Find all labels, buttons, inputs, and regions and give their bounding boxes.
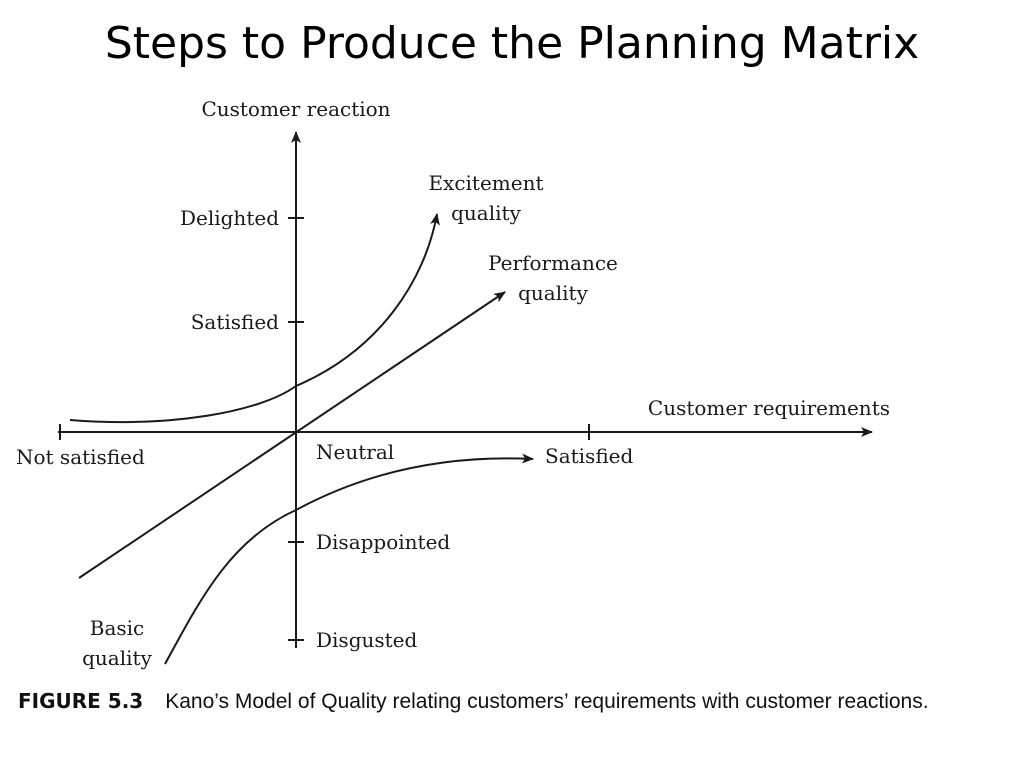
figure-number: FIGURE 5.3 [18,689,144,713]
performance-label-line2: quality [518,281,588,305]
disgusted-label: Disgusted [316,628,418,652]
excitement-quality-curve [69,213,440,424]
performance-label-line1: Performance [488,251,618,275]
neutral-label: Neutral [316,440,394,464]
not-satisfied-label: Not satisfied [16,445,145,469]
basic-label-line1: Basic [90,616,144,640]
performance-quality-line [78,291,506,579]
y-axis-label: Customer reaction [201,97,390,121]
satisfied-y-label: Satisfied [191,310,279,334]
slide-title: Steps to Produce the Planning Matrix [104,18,920,69]
disappointed-label: Disappointed [316,530,450,554]
delighted-label: Delighted [180,206,279,230]
basic-label-line2: quality [82,646,152,670]
figure-caption: FIGURE 5.3 Kano’s Model of Quality relati… [18,684,1018,719]
excitement-label-line2: quality [451,201,521,225]
excitement-label-line1: Excitement [428,171,543,195]
basic-quality-curve [164,453,534,665]
x-axis-label: Customer requirements [648,396,890,420]
satisfied-x-label: Satisfied [545,444,633,468]
caption-text: Kano’s Model of Quality relating custome… [165,690,929,713]
